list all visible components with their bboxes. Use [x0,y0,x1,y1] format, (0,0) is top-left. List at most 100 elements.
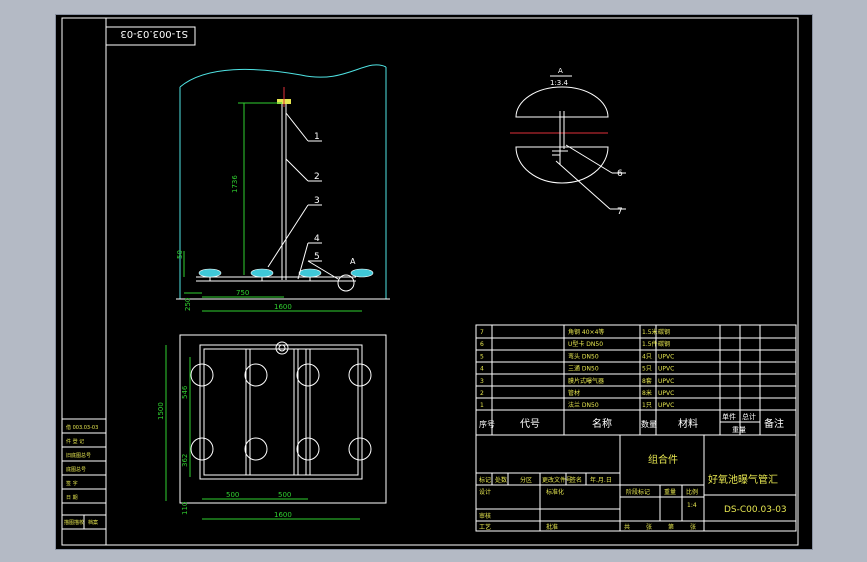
callout-4: 4 [314,234,320,244]
bom-header-qty: 数量 [641,419,657,429]
bom-cell-no: 4 [480,366,484,373]
bom-cell-no: 5 [480,353,484,360]
callout-1: 1 [314,132,320,142]
inner-frame [105,17,799,546]
callout-2: 2 [314,172,320,182]
callout-5: 5 [314,252,320,262]
section-scale: 1:3.4 [550,79,568,87]
tb-ratio-val: 1:4 [687,502,697,509]
bom-header-total-weight: 总计 [742,412,756,421]
bom-cell-material: 碳钢 [658,340,670,348]
drawing-title: 好氧池曝气管汇 [708,473,778,486]
tb-sign: 签名 [570,476,582,484]
bom-cell-material: 碳钢 [658,328,670,336]
tb-weight: 重量 [664,488,676,496]
bom-cell-material: UPVC [658,390,674,397]
bom-header: 序号 代号 名称 数量 材料 单件 总计 重量 备注 [479,412,784,434]
elevation-view: 1736 50 250 750 1600 1 2 3 4 [176,64,390,312]
side-row-8: 档案 [88,519,98,526]
tb-stage-mark: 阶段标记 [626,488,650,496]
title-block [475,434,797,532]
dim-base: 50 [176,250,184,259]
bom-cell-qty: 1只 [642,402,652,409]
tb-sheet-no: 第 [668,523,674,531]
tb-craft: 工艺 [479,523,491,531]
bom-header-weight: 重量 [732,426,746,434]
bom-cell-name: 角钢 40×4等 [568,328,604,336]
dim-total: 1600 [274,303,292,311]
dim-height: 1736 [231,175,239,193]
plan-dim-s2: 500 [278,491,291,499]
dim-left: 250 [184,298,192,311]
side-row-1: 借 003.03-03 [66,424,98,431]
bom-header-remark: 备注 [764,417,784,430]
bom-cell-material: UPVC [658,402,674,409]
tb-mark: 标记 [479,476,491,484]
plan-view: 1500 546 362 110 500 500 1600 [157,334,387,520]
section-a-detail: A 1:3.4 6 7 [510,67,626,217]
bom-cell-name: 管材 [568,389,580,397]
side-row-4: 底图总号 [66,466,86,473]
side-row-2: 件 登 记 [66,438,84,445]
tb-sheet-total: 共 [624,523,630,531]
code-box-text: S1-003.03-03 [120,28,188,39]
bom-cell-no: 1 [480,402,484,409]
code-box [105,26,196,46]
bom-header-name: 名称 [592,417,612,430]
bom-cell-name: 三通 DN50 [568,365,599,373]
callout-7: 7 [617,207,623,217]
tb-zone: 分区 [520,476,532,484]
tb-count: 处数 [495,476,507,484]
side-row-7: 描图描校 [64,519,84,526]
bom-cell-qty: 4只 [642,353,652,360]
bom-cell-qty: 5只 [642,366,652,373]
tb-approve: 批准 [546,523,558,531]
bom-cell-name: 膜片式曝气器 [568,377,604,385]
tb-sheet-unit: 张 [646,523,652,531]
bom-cell-name: 法兰 DN50 [568,401,599,409]
assembly-label: 组合件 [648,453,678,466]
outer-frame [61,17,799,546]
detail-circle-a [337,274,355,292]
side-row-6: 日 期 [66,495,78,501]
diffusers-elevation [198,268,374,281]
bom-cell-material: UPVC [658,366,674,373]
plan-dim-bottom: 110 [181,502,189,515]
callout-6: 6 [617,169,623,179]
bom-cell-material: UPVC [658,353,674,360]
bom-cell-name: U型卡 DN50 [568,340,603,348]
bom-cell-material: UPVC [658,378,674,385]
diffusers-plan [190,363,372,461]
side-row-5: 签 字 [66,480,78,487]
bom-header-code: 代号 [520,418,540,430]
plan-dim-lower: 362 [181,454,189,467]
cad-drawing: S1-003.03-03 1736 50 [61,17,799,546]
bom-cell-qty: 1.5件 [642,340,658,348]
side-table: 借 003.03-03 件 登 记 旧底图总号 底图总号 签 字 日 期 描图描… [61,418,107,530]
tb-design: 设计 [479,488,491,496]
bom-header-no: 序号 [479,419,495,429]
callout-3: 3 [314,196,320,206]
bom-cell-qty: 1.5米 [642,328,658,336]
dim-center: 750 [236,289,249,297]
plan-dim-height: 1500 [157,402,165,420]
tb-ratio: 比例 [686,488,698,496]
bom-cell-name: 弯头 DN50 [568,352,599,360]
tb-change-doc: 更改文件号 [542,476,572,484]
side-row-3: 旧底图总号 [66,452,91,459]
plan-dim-upper: 546 [181,385,189,399]
tb-std: 标准化 [546,488,564,496]
tb-date: 年.月.日 [590,476,612,484]
plan-dim-s1: 500 [226,491,239,499]
bom-cell-no: 2 [480,390,484,397]
bom-cell-qty: 8米 [642,389,652,397]
callout-a: A [350,257,356,266]
bom-header-material: 材料 [678,417,698,430]
drawing-sheet: S1-003.03-03 1736 50 [56,15,812,549]
bom-header-unit-weight: 单件 [722,412,736,421]
section-label: A [558,67,563,75]
bom-cell-no: 7 [480,329,484,336]
tb-sheet-unit2: 张 [690,523,696,531]
bom-table [475,324,797,436]
